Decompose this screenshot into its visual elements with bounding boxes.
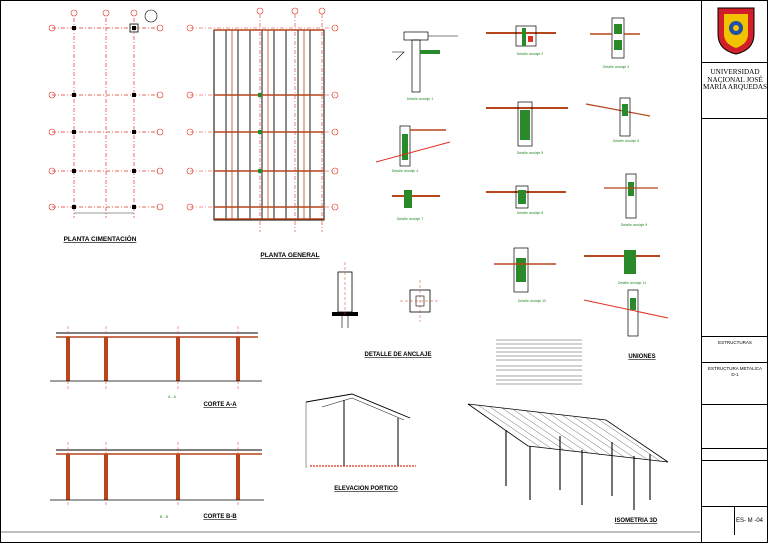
plan-title-sub: D-1 [731,371,739,377]
detail-6: Detalle anclaje 6 [585,97,651,143]
corte-aa: A - A CORTE A-A [50,326,262,408]
detail-11: Detalle anclaje 11 [584,250,660,285]
detail-12 [583,289,669,337]
detail-label-11: Detalle anclaje 11 [618,281,646,285]
title-corte-bb: CORTE B-B [203,514,237,520]
title-corte-aa: CORTE A-A [203,402,237,408]
title-planta-general: PLANTA GENERAL [260,252,319,259]
author-cell [702,448,768,460]
specialty: ESTRUCTURAS [702,336,768,350]
detail-10: Detalle anclaje 10 [494,247,556,303]
title-planta-cimentacion: PLANTA CIMENTACIÓN [64,234,137,243]
title-elevacion-portico: ELEVACION PORTICO [334,486,398,492]
notes-cell [702,118,768,336]
detail-label-3: Detalle anclaje 3 [603,65,630,69]
detail-7: Detalle anclaje 7 [392,190,440,221]
university-seal [714,4,758,56]
planta-cimentacion: PLANTA CIMENTACIÓN [48,9,164,243]
elevacion-portico: ELEVACION PORTICO [305,393,416,492]
plan-title-text: ESTRUCTURA METALICA [708,366,762,371]
detail-label-10: Detalle anclaje 10 [518,299,547,303]
detail-9: Detalle anclaje 9 [604,173,658,227]
notes-block [496,339,582,385]
detail-label-4: Detalle anclaje 4 [392,169,419,173]
plan-title: ESTRUCTURA METALICA D-1 [702,362,768,392]
title-isometria: ISOMETRIA 3D [615,518,658,524]
title-block: UNIVERSIDAD NACIONAL JOSÉ MARÍA ARQUEDAS… [701,0,768,543]
detail-4: Detalle anclaje 4 [375,125,451,173]
detail-label-1: Detalle anclaje 1 [407,97,434,101]
sheet-code: ES- M -04 [736,518,764,524]
title-detalle-anclaje: DETALLE DE ANCLAJE [364,352,431,358]
detail-label-8: Detalle anclaje 8 [517,211,544,215]
location-cell [702,460,768,506]
detail-label-2: Detalle anclaje 2 [517,52,544,56]
sheet-divider [734,507,735,535]
detail-label-7: Detalle anclaje 7 [397,217,424,221]
detail-8: Detalle anclaje 8 [486,185,566,215]
detail-5: Detalle anclaje 5 [486,101,568,155]
label-aa: A - A [168,395,176,399]
label-bb: B - B [160,515,169,519]
detail-label-6: Detalle anclaje 6 [613,139,640,143]
thesis-title-cell [702,404,768,448]
planta-general: PLANTA GENERAL [186,7,339,259]
corte-bb: B - B CORTE B-B [50,442,264,520]
detalle-anclaje: DETALLE DE ANCLAJE [332,262,440,358]
detail-2: Detalle anclaje 2 [486,25,556,56]
detail-label-9: Detalle anclaje 9 [621,223,648,227]
detail-label-5: Detalle anclaje 5 [517,151,544,155]
detail-3: Detalle anclaje 3 [590,17,640,69]
isometria-3d: ISOMETRIA 3D [467,403,669,524]
university-name: UNIVERSIDAD NACIONAL JOSÉ MARÍA ARQUEDAS [702,62,768,118]
title-uniones: UNIONES [628,354,655,360]
sheet-cell: ES- M -04 [702,506,768,543]
detail-1: Detalle anclaje 1 [392,31,458,101]
